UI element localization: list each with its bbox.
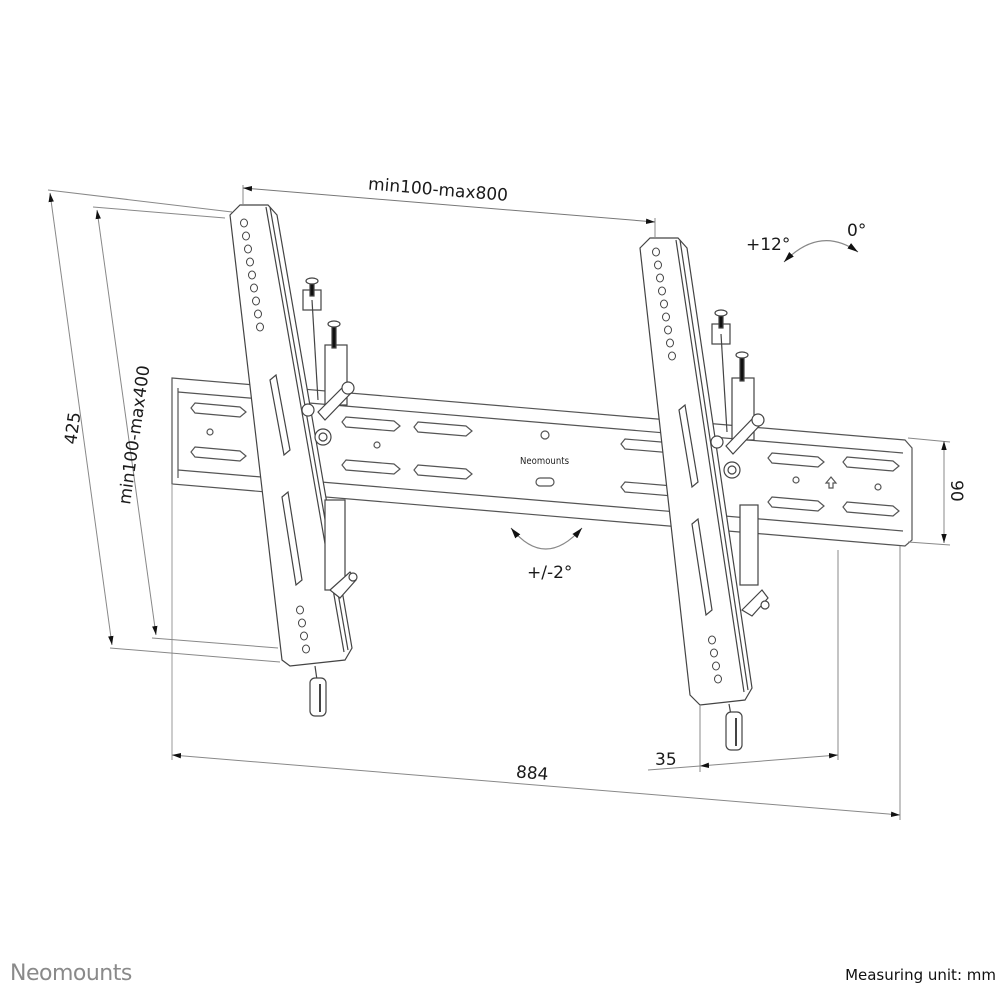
total-width-label: 884 [515,762,549,785]
brand-logo: Neomounts [10,961,132,986]
rail-logo: Neomounts [520,456,570,467]
measuring-unit-note: Measuring unit: mm [845,966,996,984]
outer-height-label: 425 [61,411,85,446]
tilt-plus-label: +12° [746,235,790,255]
tilt-zero-label: 0° [847,221,866,241]
level-adjust-arc [510,527,583,550]
dimension-lines [47,185,951,820]
depth-offset-label: 35 [655,750,677,770]
rail-height-label: 90 [946,480,966,502]
right-tv-bracket [639,237,770,751]
tilt-angle-arc [783,240,859,263]
top-width-label: min100-max800 [367,174,508,205]
level-adjust-label: +/-2° [527,563,572,583]
